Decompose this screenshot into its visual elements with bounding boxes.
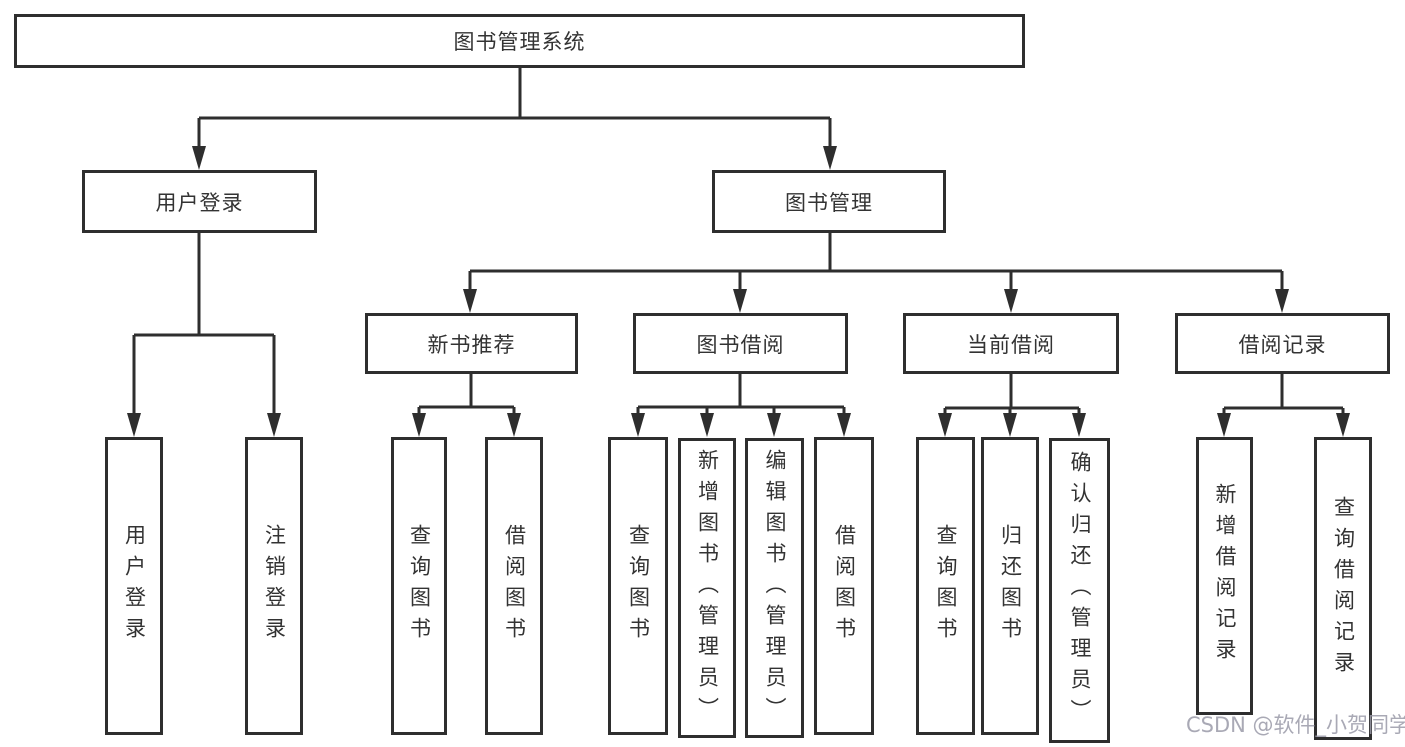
arrow-down-icon [1003,413,1017,437]
node-label: 借阅记录 [1238,332,1327,357]
arrow-down-icon [507,413,521,437]
arrow-down-icon [938,413,952,437]
connector-current-borrow-to-leaves [943,374,1081,419]
leaf-add-books-admin: 新增图书（管理员） [678,438,736,738]
arrow-down-icon [127,413,141,437]
node-label: 图书管理 [785,190,873,215]
node-label: 图书借阅 [696,332,785,357]
leaf-user-login: 用户登录 [105,437,163,735]
node-label: 注销登录 [262,524,287,648]
arrow-down-icon [1336,413,1350,437]
arrow-down-icon [631,413,645,437]
arrow-down-icon [733,289,747,313]
node-label: 用户登录 [122,524,147,648]
node-label: 归还图书 [998,524,1023,648]
node-label: 图书管理系统 [453,30,586,54]
arrow-down-icon [1275,289,1289,313]
node-label: 查询借阅记录 [1331,495,1356,682]
arrow-down-icon [767,413,781,437]
connector-book-management-to-level3 [468,233,1284,293]
node-label: 借阅图书 [832,524,857,648]
arrow-down-icon [837,413,851,437]
node-current-borrow: 当前借阅 [903,313,1119,374]
node-label: 新增图书（管理员） [695,448,720,728]
leaf-return-books: 归还图书 [981,437,1039,735]
node-label: 当前借阅 [967,332,1055,357]
leaf-query-books: 查询图书 [608,437,668,735]
node-label: 新增借阅记录 [1213,483,1237,669]
leaf-borrow-books: 借阅图书 [485,437,543,735]
arrow-down-icon [1004,289,1018,313]
node-label: 借阅图书 [502,524,527,648]
leaf-edit-books-admin: 编辑图书（管理员） [745,438,804,738]
node-label: 查询图书 [407,524,432,648]
node-book-management: 图书管理 [712,170,946,233]
node-label: 确认归还（管理员） [1068,451,1092,730]
node-borrow-record: 借阅记录 [1175,313,1390,374]
node-label: 查询图书 [934,524,958,648]
arrow-down-icon [700,413,714,437]
node-library-management-system: 图书管理系统 [14,14,1025,68]
arrow-down-icon [412,413,426,437]
csdn-watermark: CSDN @软件_小贺同学 [1186,713,1405,737]
leaf-confirm-return-admin: 确认归还（管理员） [1049,438,1110,743]
leaf-logout: 注销登录 [245,437,303,735]
node-label: 新书推荐 [427,332,516,357]
arrow-down-icon [192,146,206,170]
connector-new-book-to-leaves [417,374,516,419]
node-label: 查询图书 [626,524,651,648]
arrow-down-icon [1072,413,1086,437]
leaf-borrow-books: 借阅图书 [814,437,874,735]
node-label: 用户登录 [155,190,244,215]
arrow-down-icon [463,289,477,313]
node-label: 编辑图书（管理员） [763,448,787,728]
connector-borrow-record-to-leaves [1222,374,1345,419]
connector-user-login-to-leaves [132,233,276,417]
node-user-login: 用户登录 [82,170,317,233]
node-new-book-recommend: 新书推荐 [365,313,578,374]
node-book-borrow: 图书借阅 [633,313,848,374]
arrow-down-icon [267,413,281,437]
leaf-query-books: 查询图书 [391,437,447,735]
arrow-down-icon [1217,413,1231,437]
arrow-down-icon [823,146,837,170]
leaf-add-borrow-record: 新增借阅记录 [1196,437,1253,715]
connector-root-to-level2 [197,68,832,150]
leaf-query-borrow-record: 查询借阅记录 [1314,437,1372,740]
leaf-query-books: 查询图书 [916,437,975,735]
connector-book-borrow-to-leaves [636,374,846,419]
